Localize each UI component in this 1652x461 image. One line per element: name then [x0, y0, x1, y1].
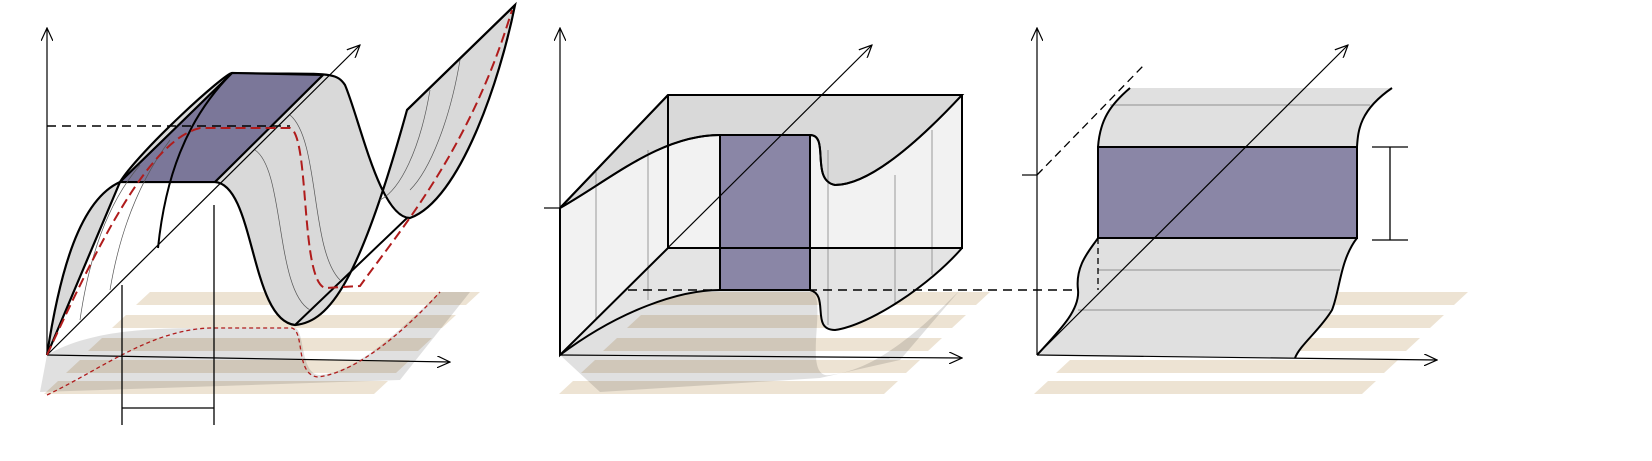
- highlighted-band: [719, 134, 811, 291]
- height-bracket: [1372, 146, 1408, 241]
- highlighted-band: [1097, 146, 1358, 239]
- panel-box: [544, 28, 1098, 394]
- ground-stripes: [44, 292, 480, 394]
- panel-ridge: [40, 1, 517, 425]
- horizontal-axis: [46, 354, 450, 362]
- interval-bracket: [121, 205, 215, 425]
- red-projection-curve: [46, 291, 441, 396]
- bottom-surface: [560, 248, 962, 355]
- depth-axis: [46, 45, 360, 356]
- surface-shadow: [40, 292, 470, 392]
- panel-sheet: [1022, 28, 1468, 394]
- red-dashed-curve: [46, 9, 513, 356]
